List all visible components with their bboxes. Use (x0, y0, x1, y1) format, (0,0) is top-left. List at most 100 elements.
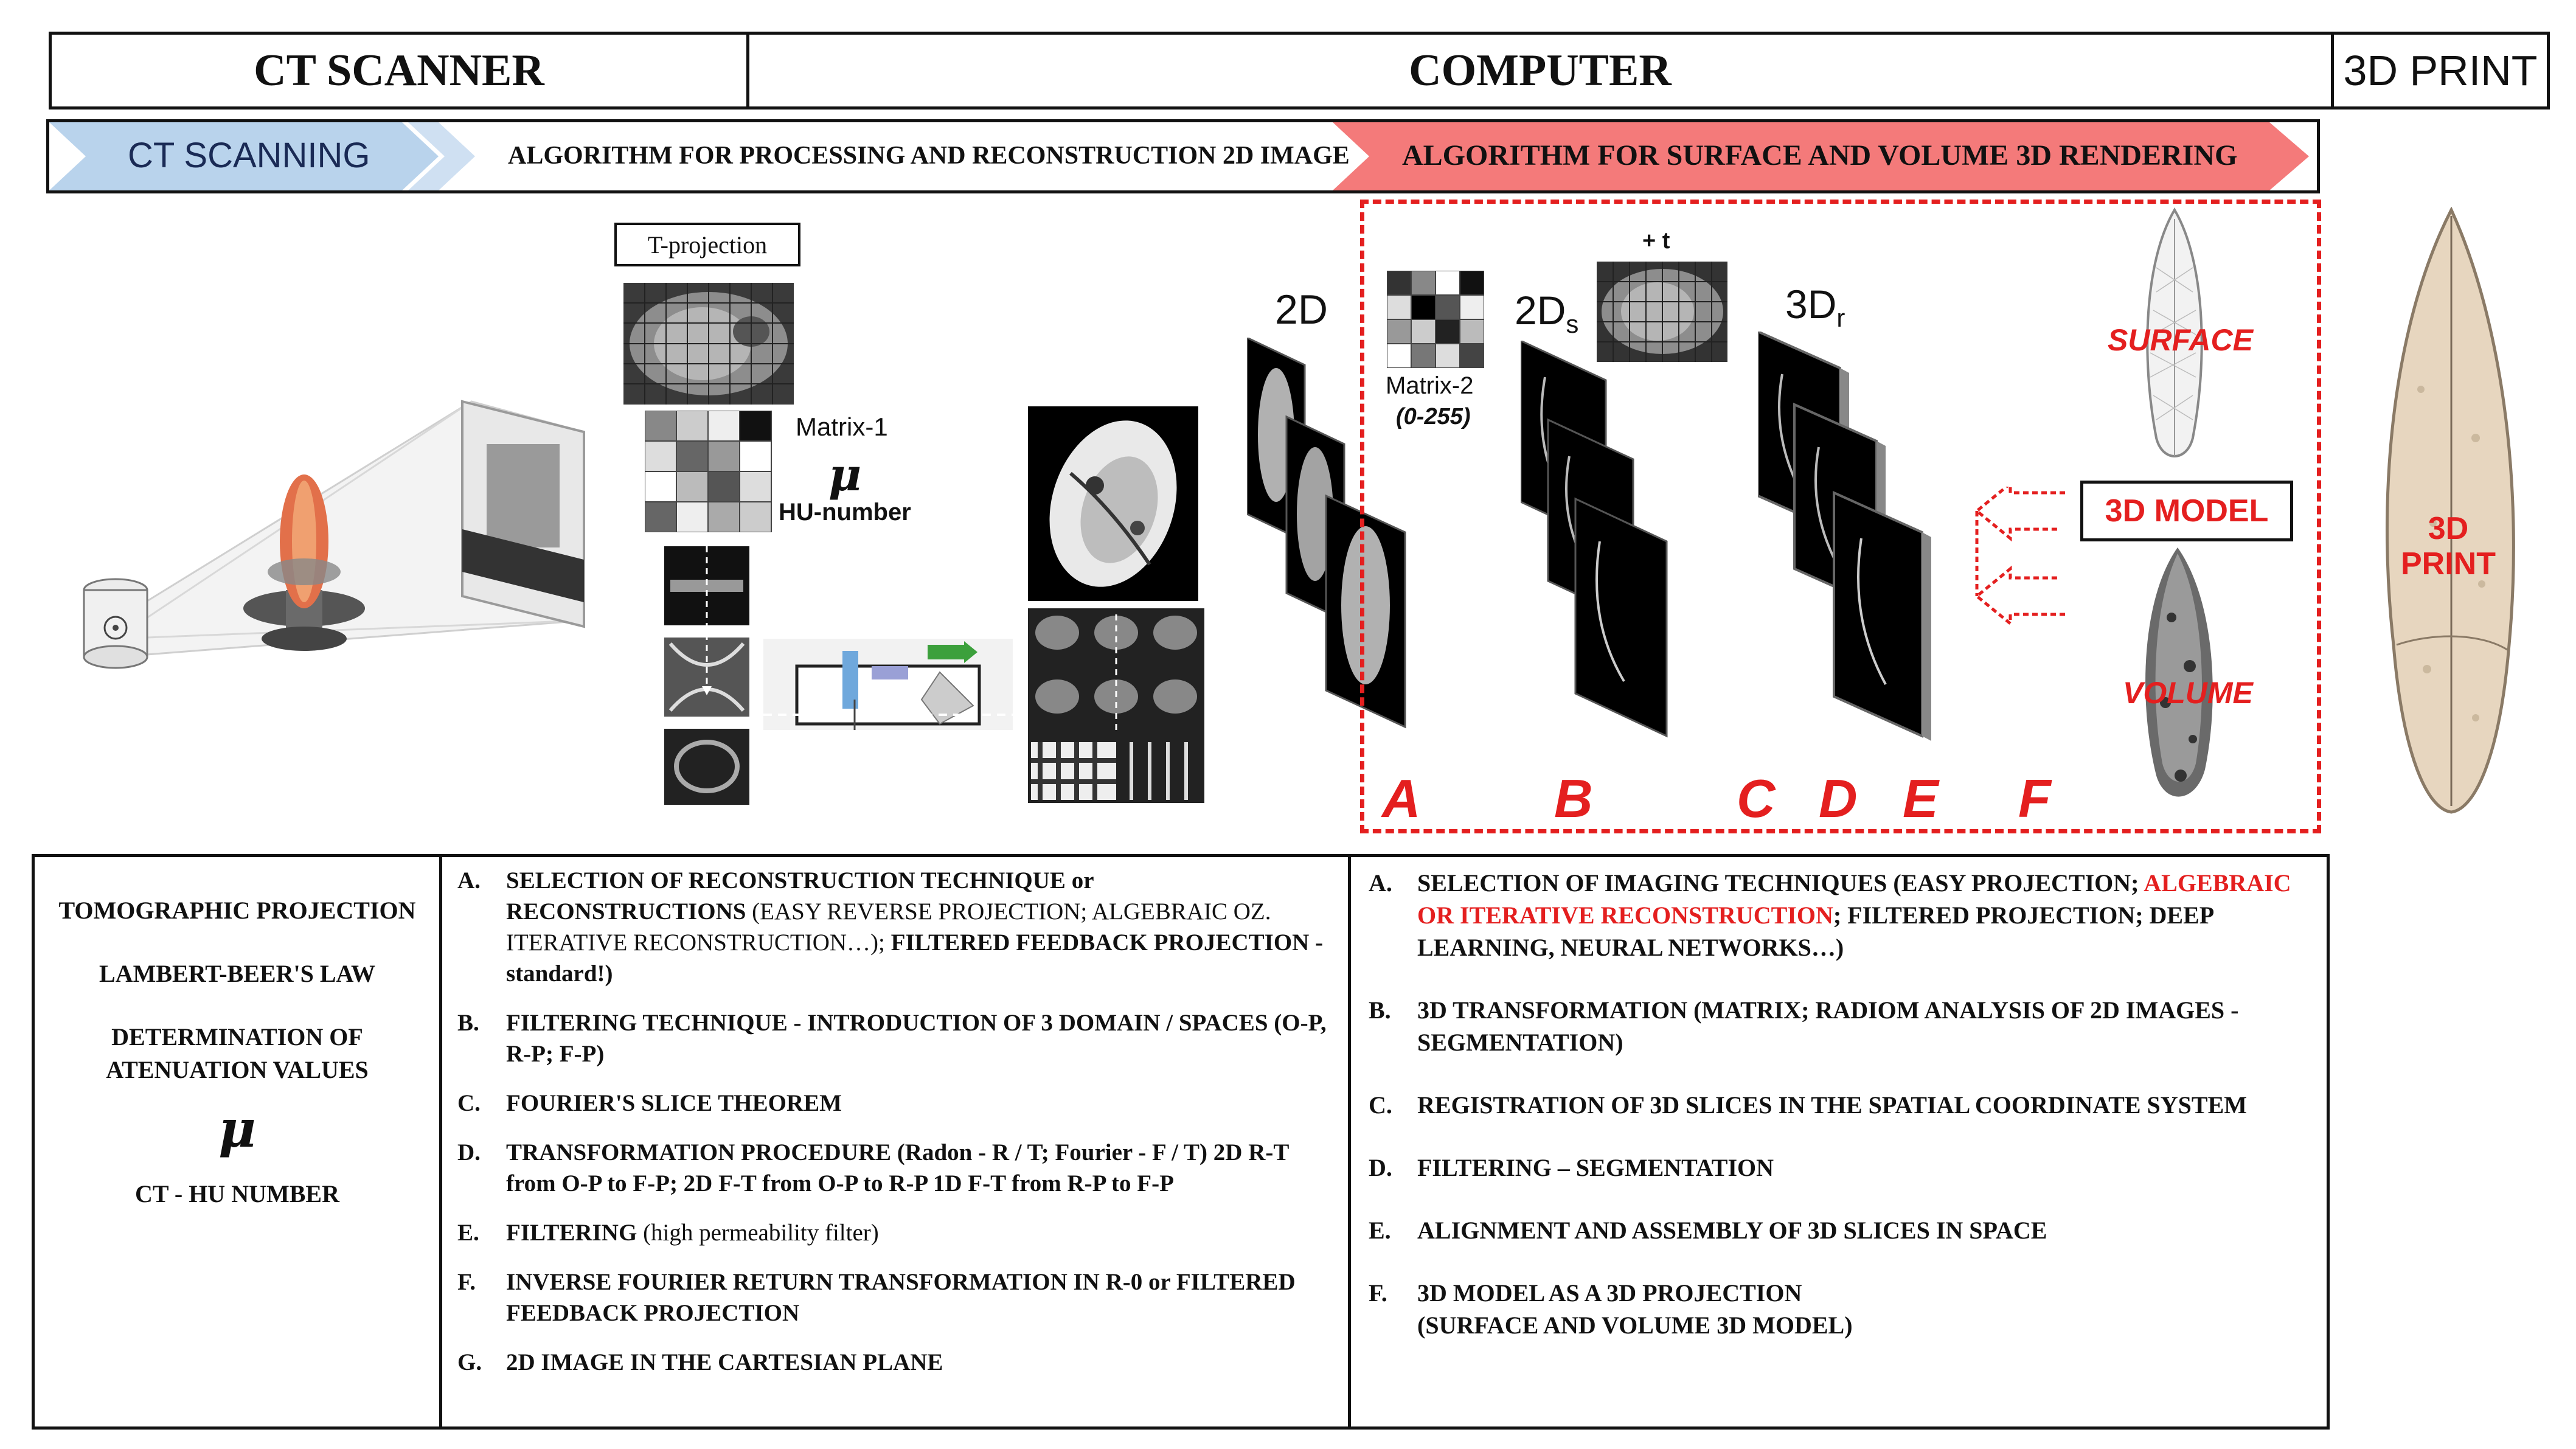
step-3d-rendering: ALGORITHM FOR SURFACE AND VOLUME 3D REND… (1402, 139, 2237, 172)
right-item-e: E. ALIGNMENT AND ASSEMBLY OF 3D SLICES I… (1369, 1214, 2305, 1246)
t-grid-image-2 (1597, 262, 1727, 362)
middle-item-c: C. FOURIER'S SLICE THEOREM (457, 1088, 1333, 1119)
ct-slice-montage (1028, 608, 1204, 803)
right-item-c: C. REGISTRATION OF 3D SLICES IN THE SPAT… (1369, 1089, 2305, 1121)
step-letter-a: A (1382, 768, 1421, 829)
middle-e-bold1: FILTERING (506, 1220, 637, 1246)
middle-item-letter: D. (457, 1139, 481, 1166)
print-3d-overlay-label: 3D PRINT (2390, 511, 2506, 582)
volume-label: VOLUME (2123, 676, 2253, 710)
right-a-pre: SELECTION OF IMAGING TECHNIQUES (EASY PR… (1417, 869, 2144, 897)
right-item-letter: D. (1369, 1154, 1392, 1181)
model-3d-label: 3D MODEL (2105, 493, 2269, 529)
step-3d-rendering-label: ALGORITHM FOR SURFACE AND VOLUME 3D REND… (1402, 139, 2238, 172)
surface-model-image (2146, 207, 2203, 457)
middle-item-letter: G. (457, 1349, 482, 1375)
step-2d-reconstruction: ALGORITHM FOR PROCESSING AND RECONSTRUCT… (508, 141, 1350, 170)
label-2ds-main: 2D (1515, 288, 1566, 333)
right-item-b: B. 3D TRANSFORMATION (MATRIX; RADIOM ANA… (1369, 994, 2305, 1058)
middle-a-bold2: FILTERED FEEDBACK PROJECTION - standard!… (506, 930, 1324, 987)
label-2ds-sub: s (1566, 310, 1579, 339)
right-item-a: A. SELECTION OF IMAGING TECHNIQUES (EASY… (1369, 867, 2305, 964)
right-item-letter: E. (1369, 1217, 1391, 1244)
right-list: A. SELECTION OF IMAGING TECHNIQUES (EASY… (1369, 867, 2305, 1341)
stack-2ds-slice-3 (1574, 497, 1668, 738)
header-3d-print: 3D PRINT (2331, 32, 2550, 109)
middle-item-text: FILTERING (high permeability filter) (506, 1217, 1333, 1248)
t-projection-grid-image (623, 283, 794, 405)
middle-item-e: E. FILTERING (high permeability filter) (457, 1217, 1333, 1248)
middle-item-text: 2D IMAGE IN THE CARTESIAN PLANE (506, 1349, 943, 1375)
right-item-letter: A. (1369, 869, 1392, 897)
middle-item-letter: F. (457, 1269, 476, 1295)
step-2d-reconstruction-label: ALGORITHM FOR PROCESSING AND RECONSTRUCT… (508, 142, 1350, 170)
range-label: (0-255) (1396, 404, 1471, 429)
label-3dr-main: 3D (1785, 282, 1837, 327)
middle-item-text: FOURIER'S SLICE THEOREM (506, 1090, 842, 1116)
header-computer: COMPUTER (746, 32, 2334, 109)
print-3d-line1: 3D (2428, 511, 2469, 546)
hu-number-label: HU-number (779, 499, 911, 526)
bottom-table (32, 854, 2330, 1430)
step-letter-d: D (1819, 768, 1858, 829)
middle-item-a: A. SELECTION OF RECONSTRUCTION TECHNIQUE… (457, 865, 1333, 989)
matrix-1-grid (645, 411, 772, 532)
right-a-post: ; FILTERED PROJECTION; DEEP LEARNING, NE… (1417, 902, 2213, 961)
right-a-red: ALGEBRAIC OR ITERATIVE RECONSTRUCTION (1417, 869, 2291, 929)
rendering-region (1360, 200, 2321, 833)
right-item-d: D. FILTERING – SEGMENTATION (1369, 1152, 2305, 1184)
stack-3dr-slice-3 (1833, 490, 1931, 741)
step-letter-c: C (1737, 768, 1776, 829)
fourier-transform-panels (664, 546, 749, 805)
arrow-3d-rendering (1333, 122, 2309, 190)
left-line-tomographic: TOMOGRAPHIC PROJECTION (58, 897, 416, 924)
left-line-attenuation: DETERMINATION OF ATENUATION VALUES (106, 1023, 369, 1083)
right-item-text: 3D TRANSFORMATION (MATRIX; RADIOM ANALYS… (1417, 996, 2239, 1056)
middle-item-text: INVERSE FOURIER RETURN TRANSFORMATION IN… (506, 1269, 1296, 1326)
middle-item-f: F. INVERSE FOURIER RETURN TRANSFORMATION… (457, 1267, 1333, 1329)
middle-a-bold1: SELECTION OF RECONSTRUCTION TECHNIQUE or… (506, 867, 1094, 925)
right-item-text: FILTERING – SEGMENTATION (1417, 1154, 1774, 1181)
middle-list: A. SELECTION OF RECONSTRUCTION TECHNIQUE… (457, 865, 1333, 1378)
middle-item-text: FILTERING TECHNIQUE - INTRODUCTION OF 3 … (506, 1010, 1327, 1067)
right-f-pre: 3D MODEL AS A 3D PROJECTION (1417, 1279, 1802, 1307)
header-3d-print-label: 3D PRINT (2343, 47, 2538, 94)
middle-item-letter: E. (457, 1220, 479, 1246)
arrow-ct-scanning-tail (408, 122, 475, 190)
print-3d-line2: PRINT (2401, 546, 2496, 582)
right-item-text: REGISTRATION OF 3D SLICES IN THE SPATIAL… (1417, 1091, 2248, 1119)
right-f-post: (SURFACE AND VOLUME 3D MODEL) (1417, 1312, 1853, 1339)
mu-symbol-top: μ (828, 449, 862, 501)
process-bar (46, 119, 2320, 193)
middle-item-letter: B. (457, 1010, 479, 1036)
right-item-f: F. 3D MODEL AS A 3D PROJECTION(SURFACE A… (1369, 1277, 2305, 1341)
printed-model-image (2386, 207, 2515, 814)
plus-t-label: + t (1642, 228, 1670, 254)
right-item-text: ALIGNMENT AND ASSEMBLY OF 3D SLICES IN S… (1417, 1217, 2047, 1244)
step-ct-scanning-label: CT SCANNING (128, 136, 370, 175)
left-line-lambert: LAMBERT-BEER'S LAW (99, 960, 375, 987)
label-3dr-sub: r (1836, 304, 1845, 333)
step-letter-f: F (2018, 768, 2051, 829)
left-column: TOMOGRAPHIC PROJECTION LAMBERT-BEER'S LA… (36, 894, 438, 1211)
bottom-divider-2 (1348, 854, 1351, 1430)
middle-item-letter: A. (457, 867, 481, 894)
stack-2d (1247, 338, 1406, 729)
middle-e-normal: (high permeability filter) (637, 1220, 879, 1246)
left-line-ct-hu: CT - HU NUMBER (135, 1180, 339, 1208)
step-letter-b: B (1554, 768, 1593, 829)
label-2ds: 2Ds (1515, 287, 1578, 339)
label-3dr: 3Dr (1785, 281, 1845, 333)
middle-item-g: G. 2D IMAGE IN THE CARTESIAN PLANE (457, 1347, 1333, 1378)
step-letter-e: E (1903, 768, 1939, 829)
volume-model-image (2145, 547, 2213, 797)
stack-3dr (1758, 332, 1931, 741)
middle-item-letter: C. (457, 1090, 481, 1116)
ct-scanner-illustration (83, 400, 585, 669)
step-ct-scanning: CT SCANNING (128, 135, 370, 176)
reconstructed-2d-image (1028, 406, 1198, 601)
label-2d: 2D (1275, 287, 1328, 333)
t-projection-label: T-projection (647, 231, 768, 259)
bottom-divider-1 (439, 854, 442, 1430)
middle-item-text: SELECTION OF RECONSTRUCTION TECHNIQUE or… (506, 865, 1333, 989)
